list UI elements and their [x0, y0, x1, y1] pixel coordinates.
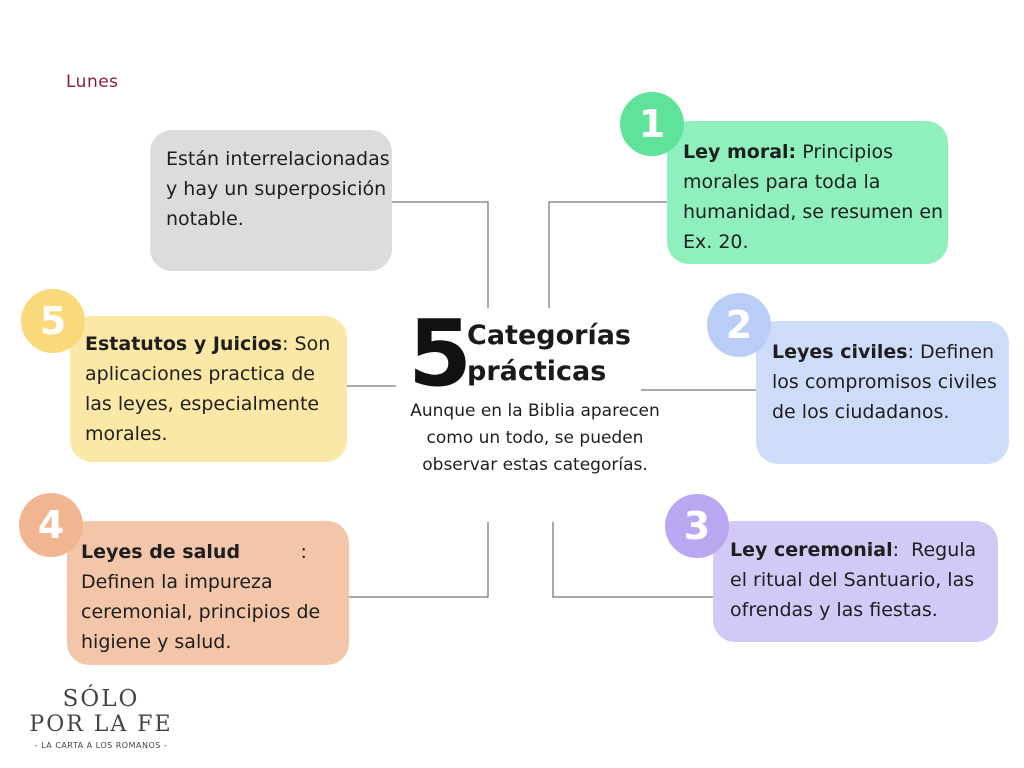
logo-line2: POR LA FE: [29, 712, 173, 737]
category-text: : Son aplicaciones practica de las leyes…: [85, 333, 331, 445]
connector-3: [552, 522, 713, 598]
connector-4: [349, 522, 489, 598]
center-title-line2: prácticas: [467, 356, 607, 387]
category-text: Principios morales para toda la humanida…: [683, 141, 944, 253]
center-title-line1: Categorías: [467, 320, 631, 351]
connector-note: [392, 201, 489, 308]
category-box-4: Leyes de salud : Definen la impureza cer…: [67, 521, 349, 665]
number-badge-4: 4: [19, 493, 83, 557]
center-number: 5: [408, 300, 473, 407]
center-title: Categorías prácticas: [467, 318, 631, 390]
logo-line1: SÓLO: [62, 686, 140, 712]
note-text: Están interrelacionadas y hay un superpo…: [166, 148, 390, 230]
center-subtitle: Aunque en la Biblia aparecen como un tod…: [410, 401, 660, 475]
number-badge-2: 2: [707, 293, 771, 357]
category-box-5: Estatutos y Juicios: Son aplicaciones pr…: [70, 316, 347, 462]
note-box: Están interrelacionadas y hay un superpo…: [150, 130, 392, 271]
category-text: : Definen los compromisos civiles de los…: [772, 341, 997, 423]
category-title: Leyes civiles: [772, 341, 908, 363]
day-label: Lunes: [66, 72, 119, 92]
category-box-1: Ley moral: Principios morales para toda …: [667, 121, 948, 264]
category-text: : Regula el ritual del Santuario, las of…: [730, 539, 983, 621]
number-badge-3: 3: [665, 494, 729, 558]
category-title: Ley ceremonial: [730, 539, 893, 561]
category-title: Ley moral:: [683, 141, 797, 163]
logo-line3: - LA CARTA A LOS ROMANOS -: [34, 741, 168, 750]
category-title: Estatutos y Juicios: [85, 333, 283, 355]
connector-1: [548, 201, 667, 308]
category-box-2: Leyes civiles: Definen los compromisos c…: [756, 321, 1009, 464]
category-text: : Definen la impureza ceremonial, princi…: [81, 541, 327, 653]
category-title: Leyes de salud: [81, 541, 241, 563]
series-logo: SÓLO POR LA FE - LA CARTA A LOS ROMANOS …: [24, 686, 178, 752]
number-badge-1: 1: [620, 92, 684, 156]
number-badge-5: 5: [21, 289, 85, 353]
category-box-3: Ley ceremonial: Regula el ritual del San…: [713, 521, 998, 642]
